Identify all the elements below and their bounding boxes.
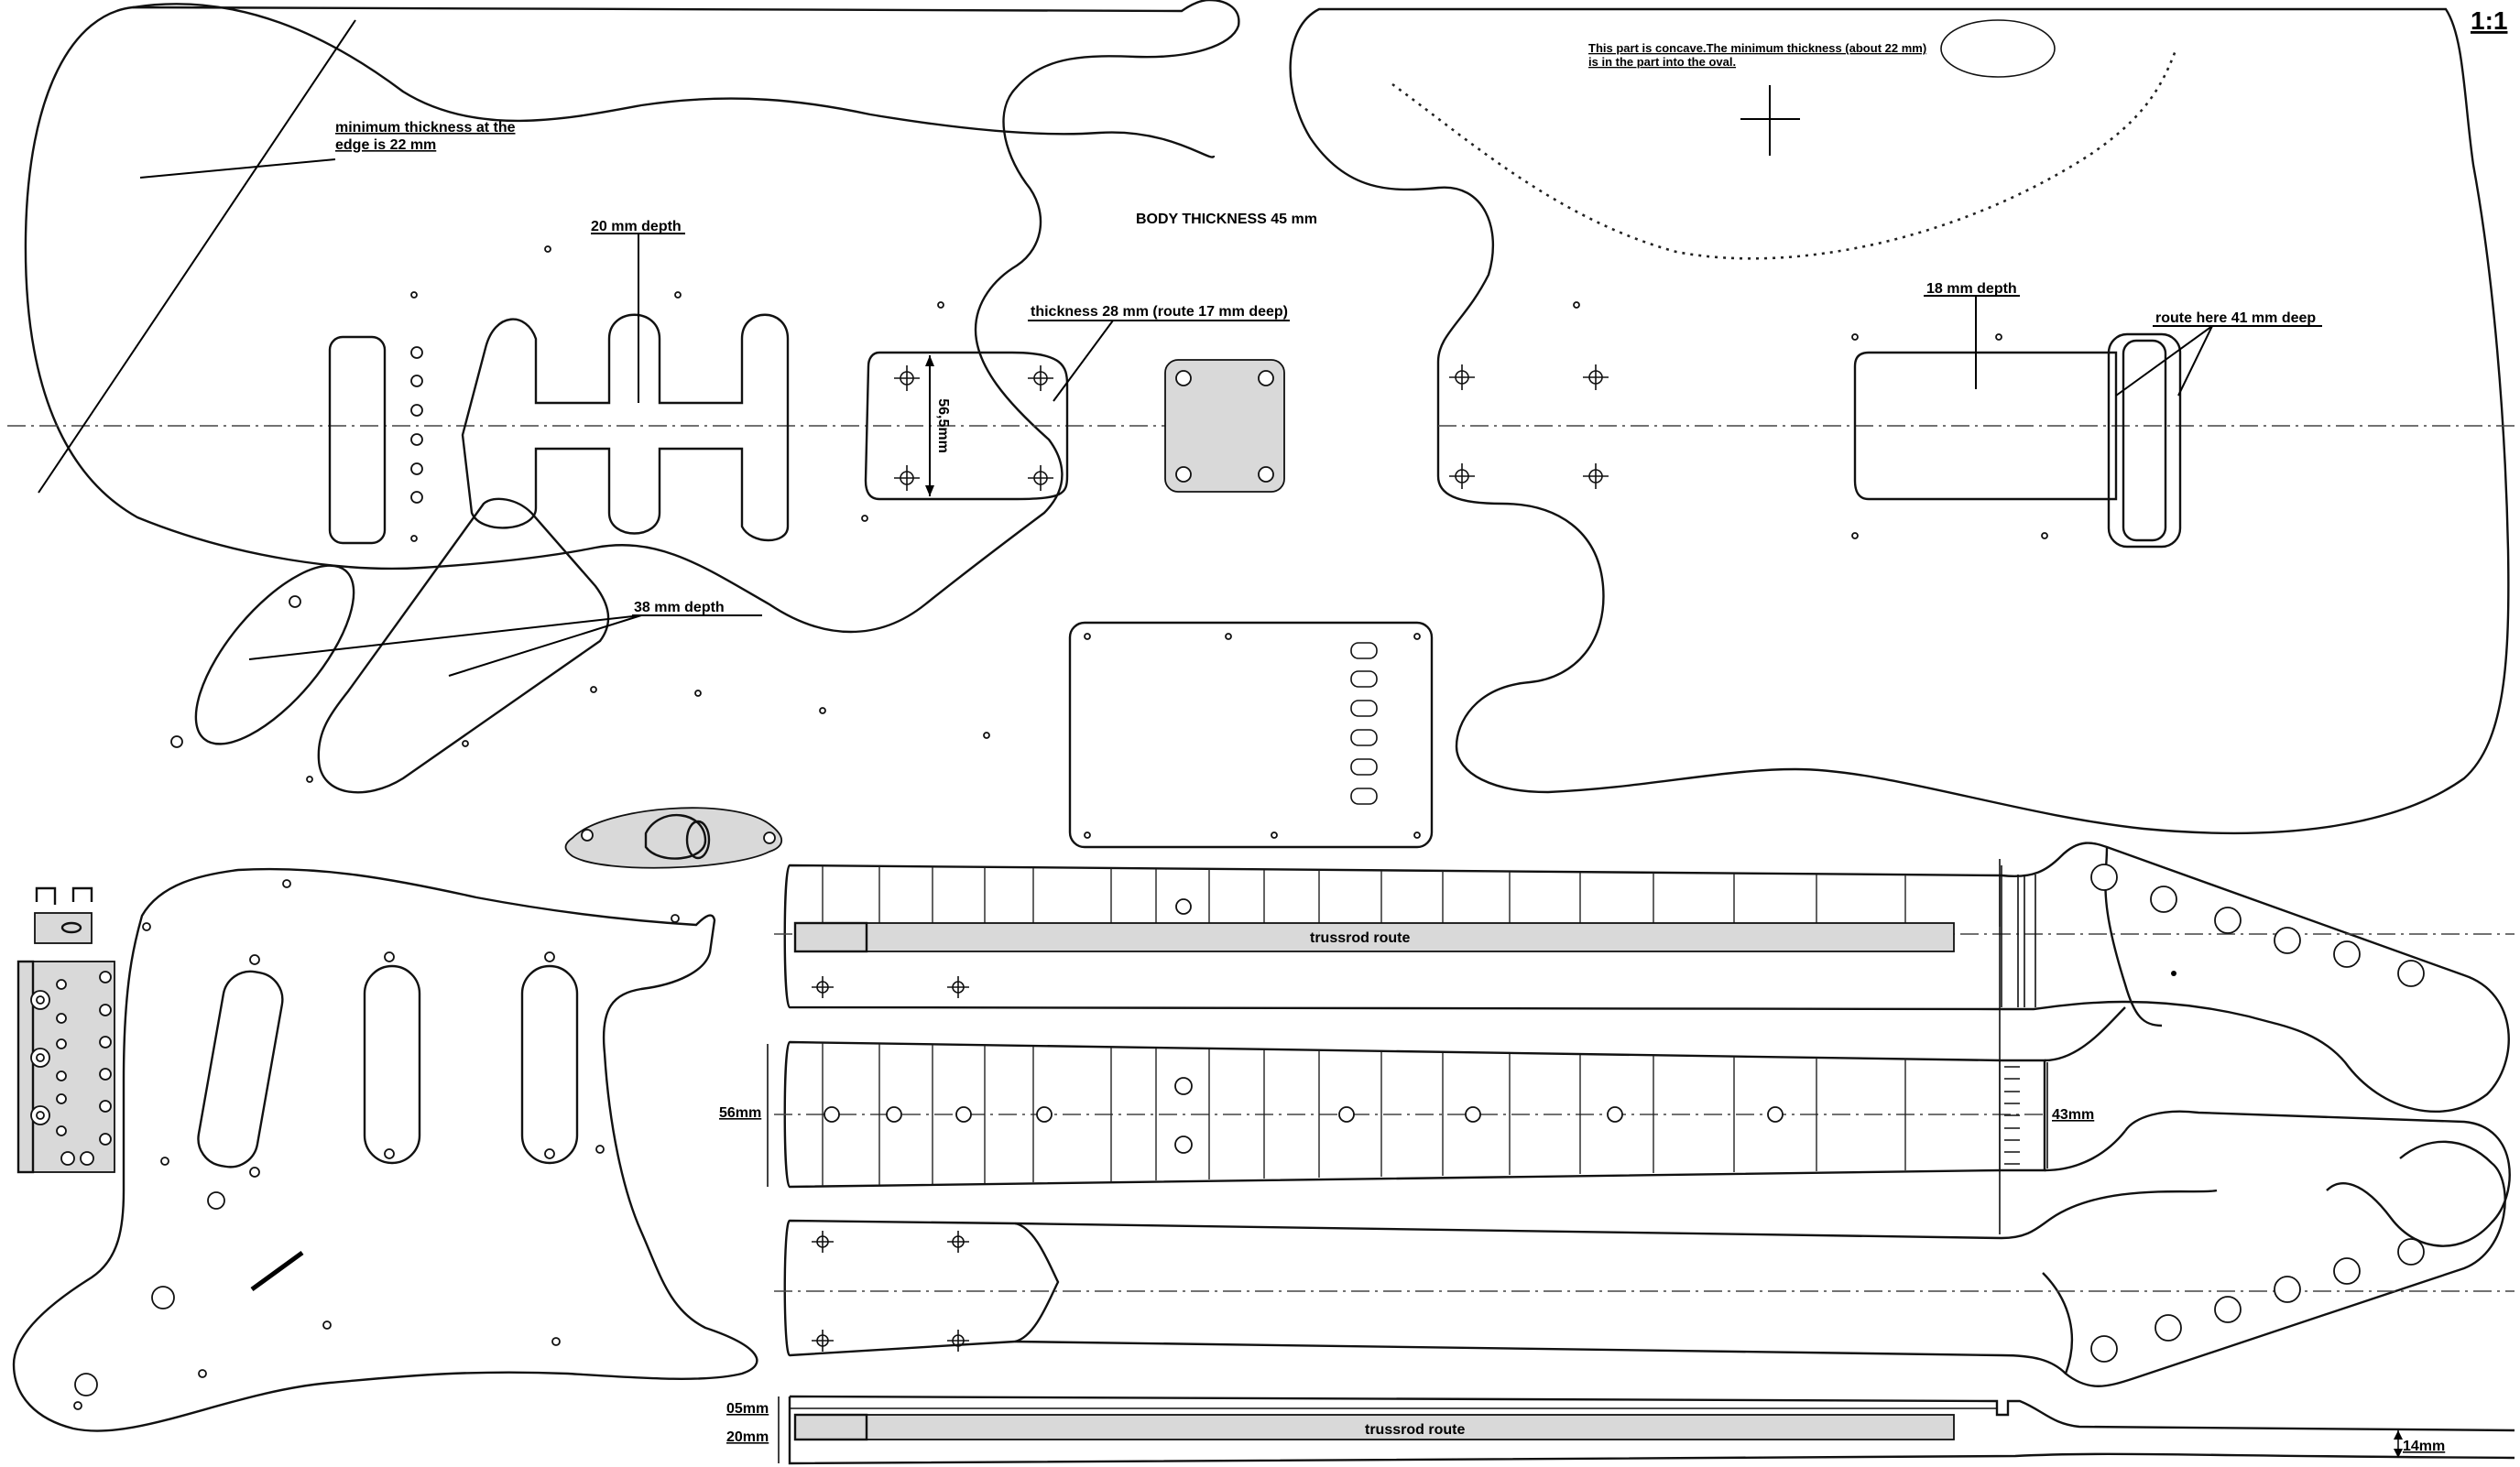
body-back: This part is concave.The minimum thickne… <box>983 7 2515 835</box>
pickguard-outline <box>12 867 758 1432</box>
pickguard-mount-holes <box>73 879 680 1410</box>
thickness-diagonal <box>38 19 356 494</box>
jack-plate-socket <box>644 813 707 860</box>
neck-side-view: trussrod route 05mm 20mm 14mm <box>726 1395 2515 1465</box>
pickguard-switch-slot <box>250 1250 304 1292</box>
tremolo-back-plate-holes <box>1084 633 1421 839</box>
trem-claw <box>35 886 93 905</box>
route-41-leader-b <box>2177 325 2213 397</box>
neck-pocket <box>864 351 1069 501</box>
tremolo-cavity-holes <box>983 301 2048 739</box>
spring-slot-outer <box>2107 332 2182 549</box>
body-front: minimum thickness at the edge is 22 mm 2… <box>7 0 1290 794</box>
neck-1-mount-marks <box>812 976 969 998</box>
nut-marks <box>2004 1066 2020 1165</box>
min-thickness-label-2: edge is 22 mm <box>335 137 436 153</box>
tremolo-back-plate <box>1068 621 1434 849</box>
concave-arc <box>1391 49 2177 260</box>
depth-38-leader-a <box>248 614 642 660</box>
jack-cavity <box>194 564 355 745</box>
neck-1-frets <box>822 866 2001 927</box>
thickness-28-label: thickness 28 mm (route 17 mm deep) <box>1031 304 1288 320</box>
concave-note-1: This part is concave.The minimum thickne… <box>1588 41 1926 55</box>
concave-note-2: is in the part into the oval. <box>1588 55 1736 69</box>
scale-label: 1:1 <box>2471 6 2507 35</box>
jack-hole-top <box>289 595 301 608</box>
jack-plate <box>564 807 783 869</box>
tremolo-back-plate-slots <box>1350 642 1378 805</box>
pickguard-pickup-slots <box>197 964 579 1168</box>
control-cavity <box>317 497 610 794</box>
body-back-outline <box>1289 7 2510 835</box>
body-front-outline <box>24 0 1240 634</box>
dim-05-label: 05mm <box>726 1401 769 1417</box>
screw-holes-left <box>410 245 944 542</box>
pickup-cavity-h <box>461 313 790 542</box>
trussrod-route-label-2: trussrod route <box>1365 1422 1465 1438</box>
neck-2-outline <box>783 1040 2046 1189</box>
min-thickness-label-1: minimum thickness at the <box>335 120 516 136</box>
dim-20-label: 20mm <box>726 1429 769 1445</box>
neck-top-view-1: trussrod route <box>774 842 2515 1113</box>
neck-plate-holes <box>1175 370 1274 483</box>
neck-back-view <box>774 1140 2515 1387</box>
pickguard <box>12 867 758 1432</box>
neck-pocket-screws <box>894 365 1053 491</box>
neck-3-tuner-holes <box>2090 1238 2425 1363</box>
spring-slot-inner <box>2122 339 2167 542</box>
body-thickness-label: BODY THICKNESS 45 mm <box>1136 212 1317 227</box>
neck-2-inlays <box>824 1077 1784 1154</box>
neck-1-outline <box>783 842 2510 1113</box>
depth-38-leader-b <box>448 614 642 677</box>
dim-56-5-label: 56,5mm <box>935 398 951 453</box>
neck-3-mount-marks <box>812 1231 969 1352</box>
thickness-leader <box>139 158 336 179</box>
body-front-top-edge <box>132 3 1216 158</box>
dim-56-label: 56mm <box>719 1105 761 1121</box>
depth-20-label: 20 mm depth <box>591 219 682 234</box>
route-41-leader-a <box>2115 325 2213 397</box>
tremolo-cavity <box>1853 351 2118 501</box>
neck-plate <box>1164 359 1285 493</box>
jack-hole-bottom <box>170 735 183 748</box>
neck-2-frets <box>822 1043 2001 1186</box>
neck-side-outline <box>788 1395 2515 1465</box>
dim-43-label: 43mm <box>2052 1107 2094 1123</box>
neck-3-outline <box>783 1219 1060 1357</box>
back-neck-screws <box>1449 364 1609 489</box>
dim-14-label: 14mm <box>2403 1439 2445 1454</box>
depth-18-label: 18 mm depth <box>1926 281 2017 297</box>
trussrod-route-1 <box>794 922 1955 952</box>
neck-pickup-route <box>328 335 387 545</box>
neck-top-view-2: 56mm 43mm <box>719 859 2511 1247</box>
neck-1-tuner-holes <box>2090 864 2425 987</box>
route-41-label: route here 41 mm deep <box>2155 310 2316 326</box>
trussrod-route-label-1: trussrod route <box>1310 930 1410 946</box>
thickness-28-leader <box>1053 320 1114 402</box>
bridge-parts <box>16 886 115 1174</box>
depth-38-label: 38 mm depth <box>634 600 725 615</box>
jack-plate-outline <box>564 807 783 869</box>
concave-oval <box>1940 19 2056 78</box>
